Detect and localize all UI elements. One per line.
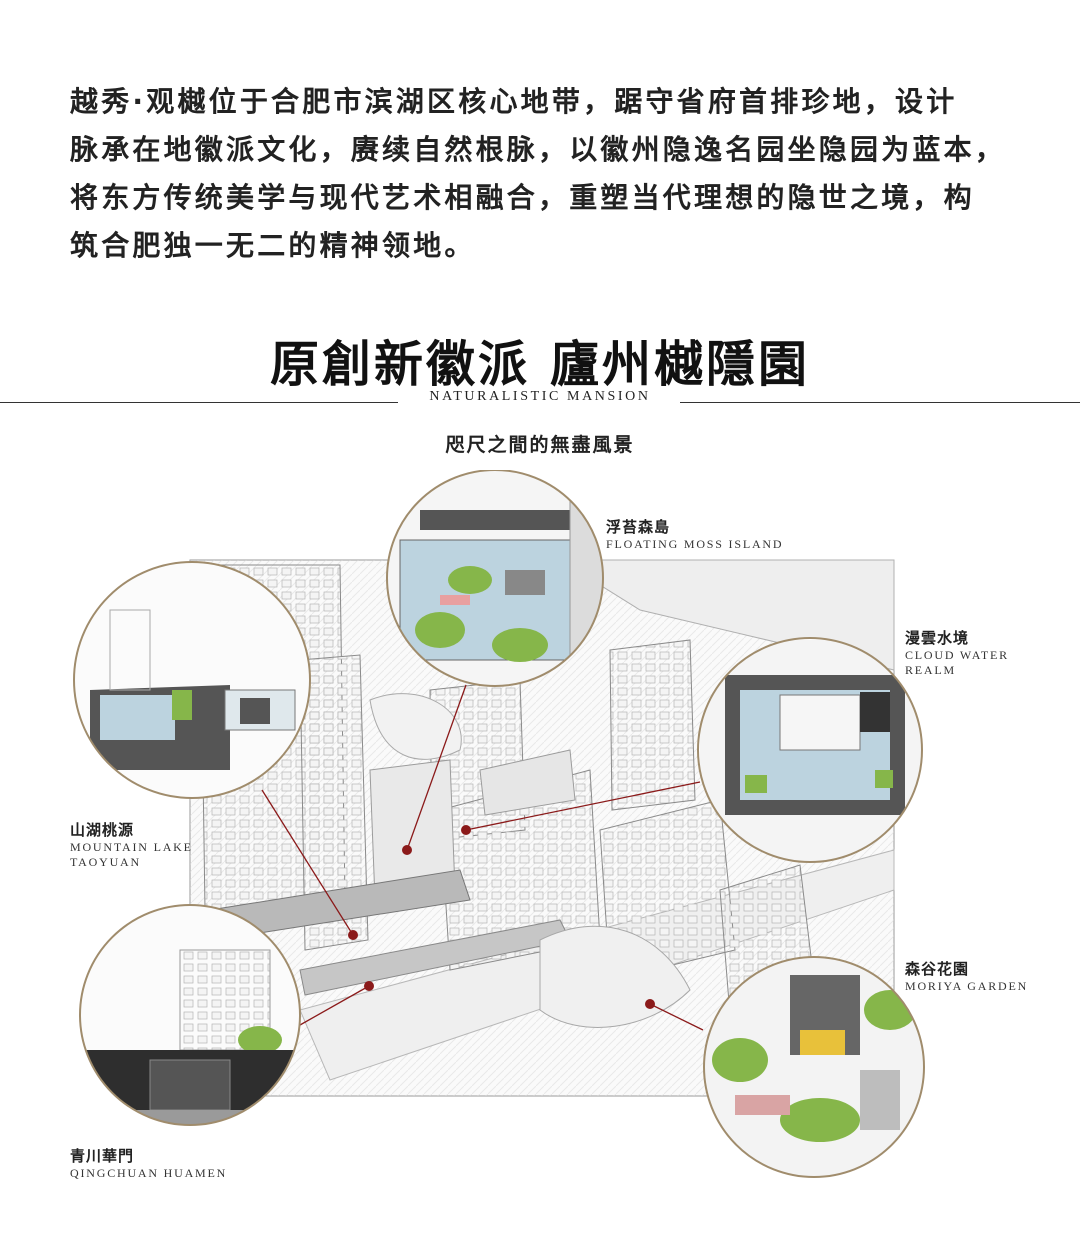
subtitle-english: NATURALISTIC MANSION	[429, 389, 651, 404]
callout-mountain-lake-taoyuan: 山湖桃源 MOUNTAIN LAKE TAOYUAN	[70, 820, 193, 870]
callout-subtitle: CLOUD WATER	[905, 648, 1009, 662]
callout-title: 浮苔森島	[606, 518, 671, 536]
intro-line: 筑合肥独一无二的精神领地。	[70, 229, 476, 262]
callout-title: 森谷花園	[905, 960, 970, 978]
callout-markers	[348, 825, 655, 1009]
floating-moss-island-vignette	[386, 470, 604, 687]
callout-subtitle: REALM	[905, 663, 956, 677]
divider-right	[680, 402, 1080, 403]
callout-qingchuan-huamen: 青川華門 QINGCHUAN HUAMEN	[70, 1146, 227, 1181]
divider-left	[0, 402, 398, 403]
moriya-garden-vignette	[703, 956, 925, 1178]
qingchuan-huamen-vignette	[79, 904, 301, 1126]
callout-floating-moss-island: 浮苔森島 FLOATING MOSS ISLAND	[606, 517, 783, 552]
callout-subtitle: TAOYUAN	[70, 855, 141, 869]
callout-title: 漫雲水境	[905, 629, 970, 647]
subtitle-chinese: 咫尺之間的無盡風景	[445, 434, 635, 456]
callout-title: 青川華門	[70, 1147, 135, 1165]
callout-subtitle: QINGCHUAN HUAMEN	[70, 1166, 228, 1180]
callout-title: 山湖桃源	[70, 821, 135, 839]
page-title: 原創新徽派 廬州樾隱園	[269, 335, 811, 393]
intro-paragraph: 越秀·观樾位于合肥市滨湖区核心地带，踞守省府首排珍地，设计 脉承在地徽派文化，赓…	[70, 78, 1050, 270]
callout-moriya-garden: 森谷花園 MORIYA GARDEN	[905, 959, 1028, 994]
intro-line: 越秀·观樾位于合肥市滨湖区核心地带，踞守省府首排珍地，设计	[70, 85, 958, 118]
site-plan-illustration	[73, 470, 925, 1178]
callout-cloud-water-realm: 漫雲水境 CLOUD WATER REALM	[905, 628, 1009, 678]
mountain-lake-taoyuan-vignette	[73, 561, 311, 799]
callout-subtitle: MOUNTAIN LAKE	[70, 840, 193, 854]
intro-line: 脉承在地徽派文化，赓续自然根脉，以徽州隐逸名园坐隐园为蓝本，	[70, 133, 1007, 166]
callout-leaders	[261, 684, 704, 1031]
callout-subtitle: MORIYA GARDEN	[905, 979, 1029, 993]
callout-subtitle: FLOATING MOSS ISLAND	[606, 537, 784, 551]
cloud-water-realm-vignette	[697, 637, 923, 863]
intro-line: 将东方传统美学与现代艺术相融合，重塑当代理想的隐世之境，构	[70, 181, 975, 214]
